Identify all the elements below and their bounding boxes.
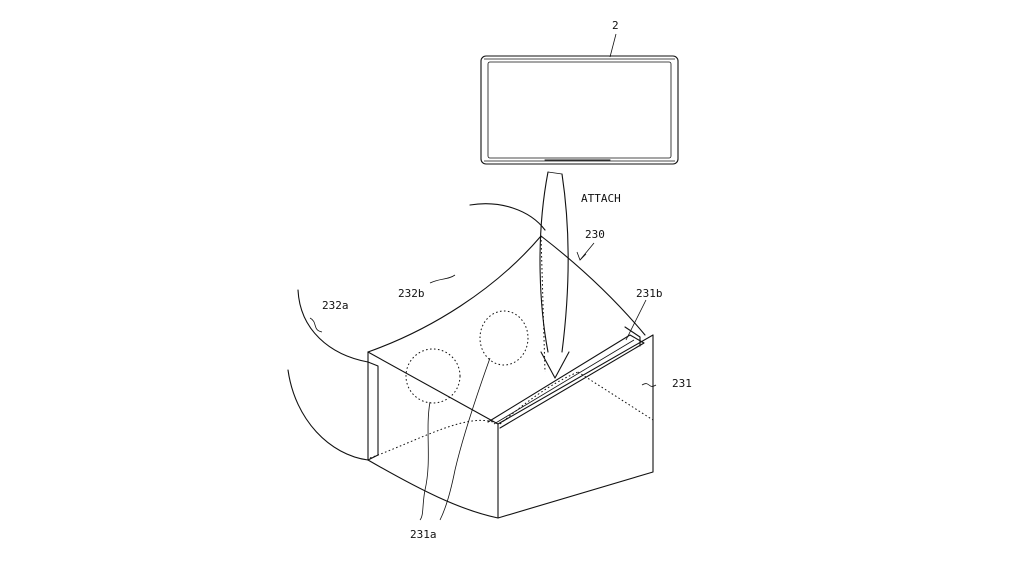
label-strap-right: 232b [398, 287, 425, 300]
device-leader-line [609, 33, 617, 58]
lenses-231a [405, 310, 529, 521]
label-device: 2 [612, 19, 619, 32]
label-lenses: 231a [410, 528, 437, 541]
device-2 [480, 33, 679, 165]
leader-lines [576, 242, 657, 387]
label-case-slot: 231b [636, 287, 663, 300]
straps [287, 203, 546, 461]
strap-left-leader [309, 317, 323, 333]
goggle-body [367, 235, 654, 519]
label-strap-left: 232a [322, 299, 349, 312]
label-attach: ATTACH [581, 192, 621, 205]
strap-right-leader [429, 274, 456, 284]
label-case-body: 231 [672, 377, 692, 390]
attach-arrow [539, 171, 570, 379]
label-goggles: 230 [585, 228, 605, 241]
